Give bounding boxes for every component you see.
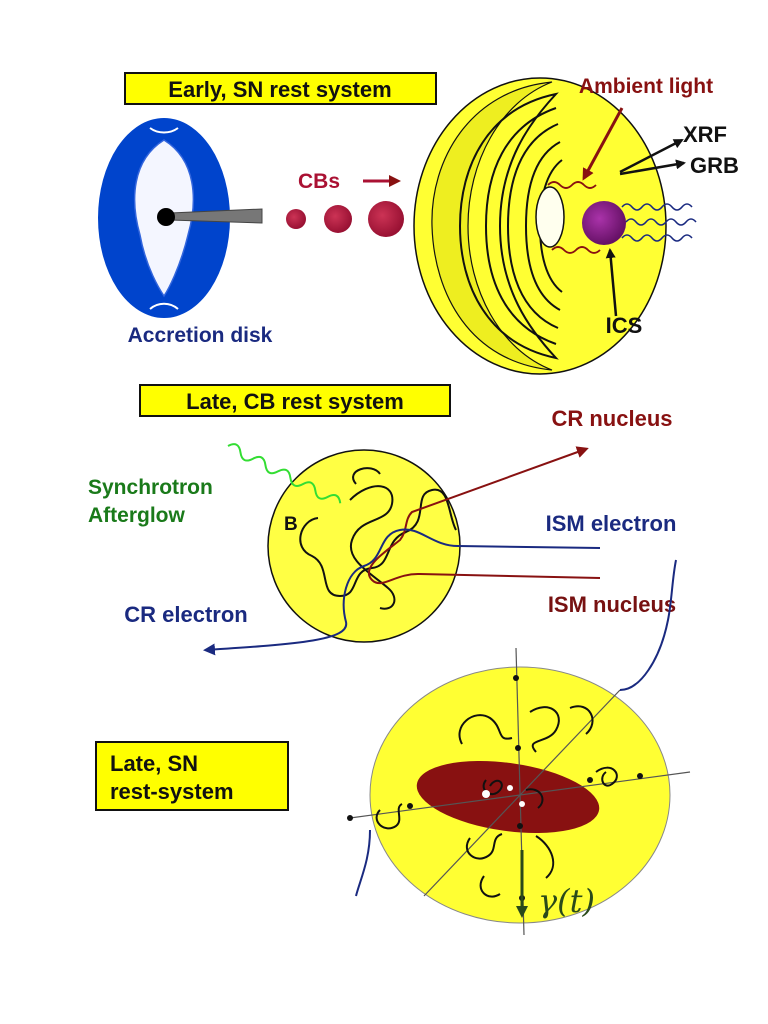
title-box-early <box>124 72 437 105</box>
ambient-light-wave-lower <box>551 246 601 254</box>
title-late-sn-line1: Late, SN <box>110 751 198 776</box>
label-ics: ICS <box>606 313 643 338</box>
title-late-sn-line2: rest-system <box>110 779 234 804</box>
ics-arrow <box>605 248 618 317</box>
label-gamma: γ(t) <box>538 882 595 920</box>
label-cr-electron: CR electron <box>124 602 247 627</box>
inner-cavity <box>535 186 565 248</box>
tangled-tracks <box>375 705 618 898</box>
title-late-cb: Late, CB rest system <box>186 389 404 414</box>
panel-early: Early, SN rest system Accretion disk CBs <box>98 72 739 375</box>
title-box-late-cb <box>139 384 451 417</box>
cannonballs <box>286 201 404 237</box>
label-accretion-disk: Accretion disk <box>128 324 273 347</box>
grb-arrow <box>619 159 686 176</box>
accretion-disk <box>98 118 263 318</box>
ics-cannonball <box>582 201 626 245</box>
ejecta-shells <box>413 77 667 375</box>
title-box-late-sn <box>95 741 289 811</box>
label-ism-electron: ISM electron <box>546 511 677 536</box>
ambient-light-wave-upper <box>547 181 597 189</box>
cannonball-medium <box>324 205 352 233</box>
cb-sphere <box>267 449 461 643</box>
cannonball-large <box>368 201 404 237</box>
label-ism-nucleus: ISM nucleus <box>548 592 676 617</box>
neutron-stars <box>482 785 525 807</box>
label-grb: GRB <box>690 153 739 178</box>
escaping-track-upper <box>619 559 677 691</box>
label-cbs: CBs <box>298 170 340 193</box>
scattered-photon-wave-2 <box>625 218 697 226</box>
cannonball-small <box>286 209 306 229</box>
black-hole-dot <box>157 208 175 226</box>
label-cr-nucleus: CR nucleus <box>551 406 672 431</box>
ambient-light-arrow <box>582 107 624 181</box>
panel-late-sn: Late, SN rest-system <box>95 559 691 936</box>
electron-track <box>203 528 601 656</box>
xrf-arrow <box>619 138 684 174</box>
label-synchrotron: Synchrotron <box>88 476 213 499</box>
synchrotron-wave <box>227 443 342 504</box>
cr-nucleus-track <box>367 446 601 585</box>
label-ambient-light: Ambient light <box>579 75 713 98</box>
label-b-field: B <box>284 514 298 535</box>
title-early: Early, SN rest system <box>168 77 391 102</box>
label-afterglow: Afterglow <box>88 504 185 527</box>
scattered-photon-wave-1 <box>621 203 693 211</box>
label-xrf: XRF <box>683 122 727 147</box>
escaping-track-lower <box>355 829 371 897</box>
scattered-photon-wave-3 <box>621 234 693 242</box>
panel-late-cb: Late, CB rest system B Synchrotron After… <box>88 384 677 656</box>
